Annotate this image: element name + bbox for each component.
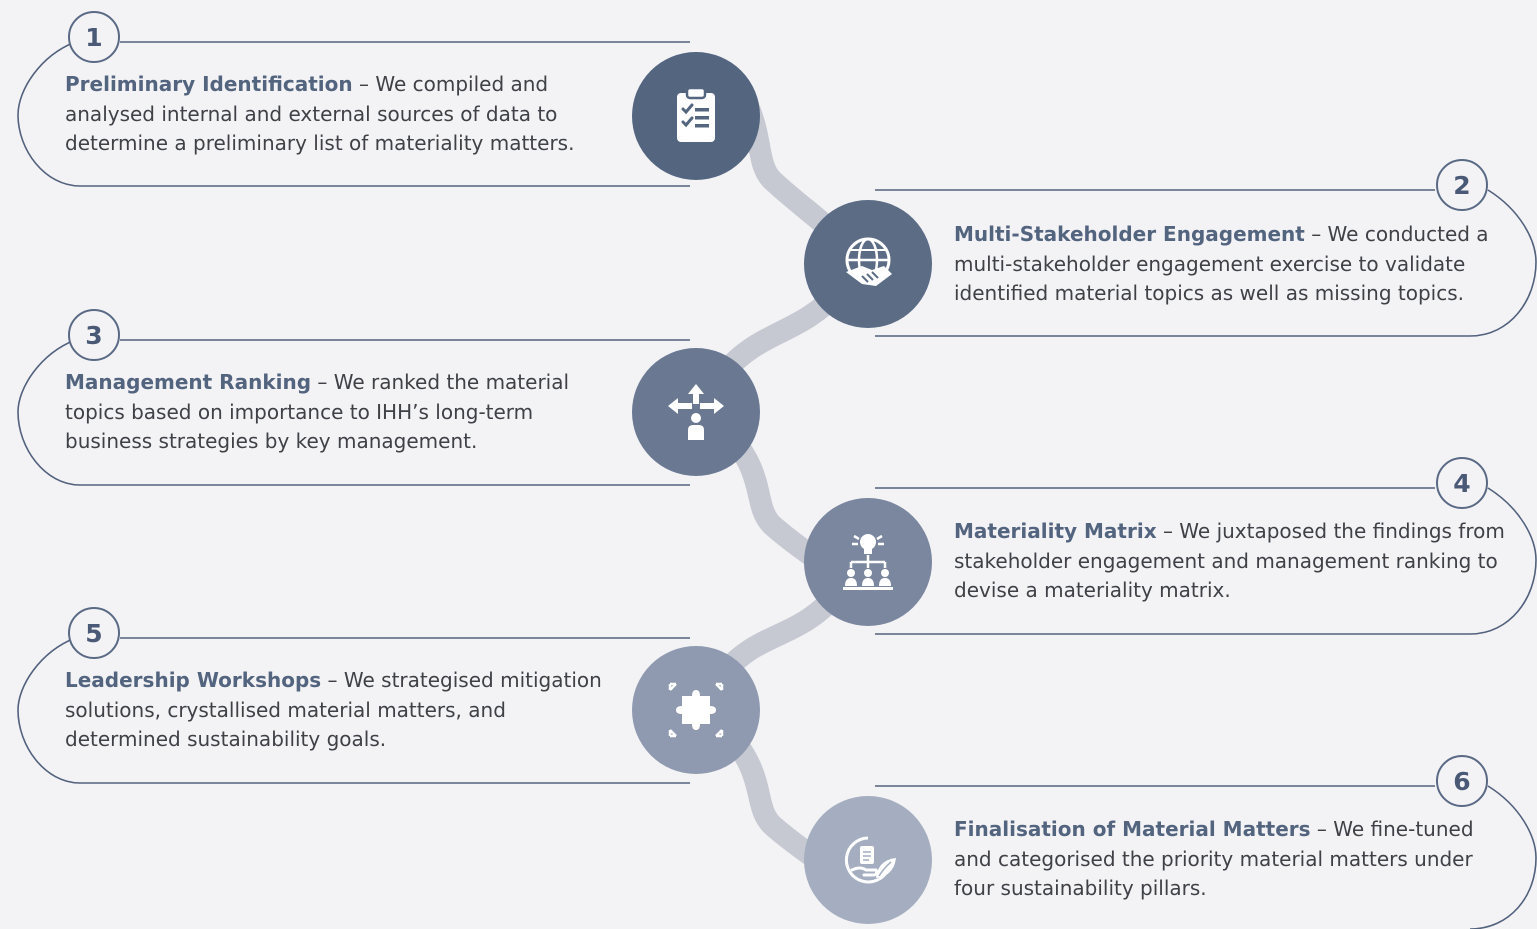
step-4-text: – We juxtaposed the findings from stakeh… xyxy=(954,519,1505,602)
step-6-number-badge: 6 xyxy=(1436,755,1488,807)
step-1-text: – We compiled and analysed internal and … xyxy=(65,72,575,155)
hand-document-leaf-icon xyxy=(844,836,896,884)
step-5-description: Leadership Workshops – We strategised mi… xyxy=(65,666,625,755)
step-4-description: Materiality Matrix – We juxtaposed the f… xyxy=(954,517,1514,606)
puzzle-arrows-icon xyxy=(668,682,724,738)
step-3-text: – We ranked the material topics based on… xyxy=(65,370,570,453)
step-2-icon-circle xyxy=(804,200,932,328)
person-arrows-decision-icon xyxy=(668,384,724,440)
step-5-text: – We strategised mitigation solutions, c… xyxy=(65,668,602,751)
step-3-icon-circle xyxy=(632,348,760,476)
step-1-title: Preliminary Identification xyxy=(65,72,353,96)
step-6-title: Finalisation of Material Matters xyxy=(954,817,1311,841)
step-5-icon-circle xyxy=(632,646,760,774)
step-2-description: Multi-Stakeholder Engagement – We conduc… xyxy=(954,220,1514,309)
step-1-number-badge: 1 xyxy=(68,11,120,63)
step-1-icon-circle xyxy=(632,52,760,180)
clipboard-checklist-icon xyxy=(677,86,715,142)
step-5-title: Leadership Workshops xyxy=(65,668,322,692)
step-4-number-badge: 4 xyxy=(1436,457,1488,509)
step-2-title: Multi-Stakeholder Engagement xyxy=(954,222,1305,246)
step-6-description: Finalisation of Material Matters – We fi… xyxy=(954,815,1514,904)
step-1-description: Preliminary Identification – We compiled… xyxy=(65,70,625,159)
step-3-number-badge: 3 xyxy=(68,309,120,361)
globe-handshake-icon xyxy=(845,237,892,286)
step-6-icon-circle xyxy=(804,796,932,924)
step-6-text: – We fine-tuned and categorised the prio… xyxy=(954,817,1474,900)
step-2-number-badge: 2 xyxy=(1436,159,1488,211)
step-4-icon-circle xyxy=(804,498,932,626)
step-4-title: Materiality Matrix xyxy=(954,519,1157,543)
step-5-number-badge: 5 xyxy=(68,607,120,659)
step-3-description: Management Ranking – We ranked the mater… xyxy=(65,368,625,457)
step-2-text: – We conducted a multi-stakeholder engag… xyxy=(954,222,1489,305)
lightbulb-hierarchy-icon xyxy=(843,534,893,590)
step-3-title: Management Ranking xyxy=(65,370,312,394)
